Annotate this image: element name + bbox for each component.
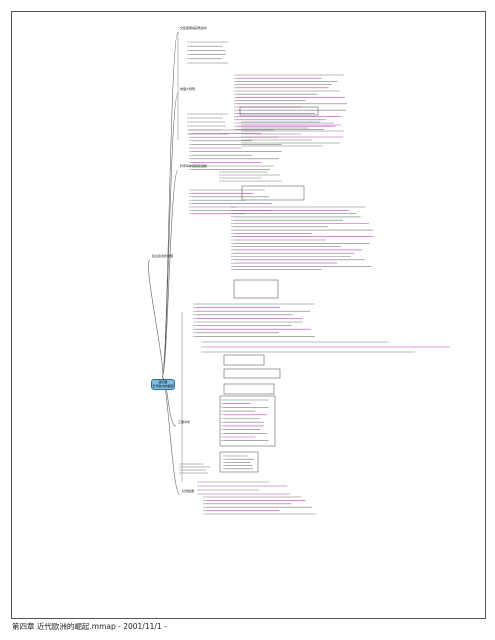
table-box <box>241 185 305 201</box>
branch-label[interactable]: 文藝復興與宗教改革 <box>180 26 208 30</box>
mind-map-canvas <box>148 31 451 515</box>
branch-label[interactable]: 科學革命與啟蒙運動 <box>180 164 208 168</box>
branch-connector <box>148 259 164 378</box>
content-box <box>223 383 275 395</box>
branch-label[interactable]: 工業革命 <box>178 420 191 424</box>
branch-label[interactable]: 社會變遷 <box>182 489 195 493</box>
content-box <box>223 354 265 366</box>
branch-label[interactable]: 民主政治的發展 <box>152 254 174 258</box>
content-box <box>223 368 281 379</box>
root-subtitle: 近代歐洲的崛起 <box>152 384 174 388</box>
branch-label[interactable]: 地理大發現 <box>180 87 196 91</box>
branch-connector <box>161 169 179 378</box>
table-box <box>239 106 319 116</box>
content-box <box>219 395 276 447</box>
root-title: 第四章 <box>158 380 168 384</box>
table-box <box>233 279 279 299</box>
page-footer: 第四章 近代歐洲的崛起.mmap - 2001/11/1 - <box>12 622 167 631</box>
root-node[interactable]: 第四章 近代歐洲的崛起 <box>151 379 175 390</box>
branch-connector <box>161 376 181 496</box>
content-box <box>219 451 259 473</box>
branch-connector <box>161 92 179 378</box>
mind-map-page: 第四章 近代歐洲的崛起 文藝復興與宗教改革 地理大發現 科學革命與啟蒙運動 民主… <box>11 11 486 619</box>
